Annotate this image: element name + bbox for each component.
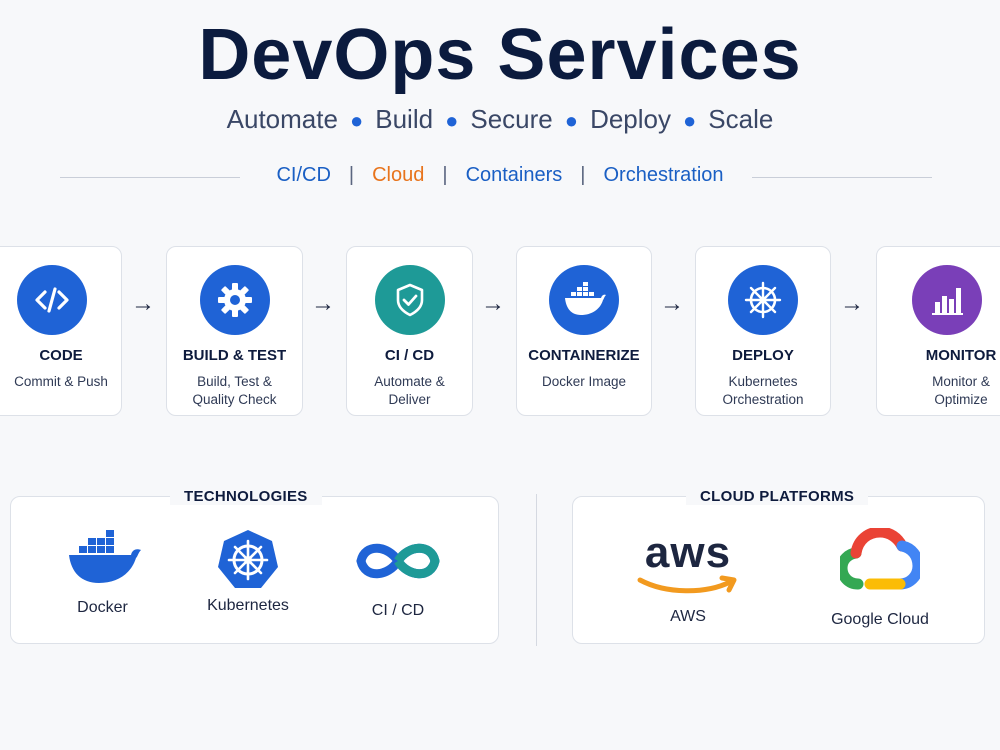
cloud-aws: aws AWS (630, 528, 746, 626)
aws-logo-text: aws (644, 528, 732, 577)
pipeline-step-code: CODE Commit & Push (0, 246, 122, 416)
step-desc: Monitor & Optimize (877, 373, 1000, 409)
step-label: CODE (39, 347, 83, 364)
step-desc-line: Commit & Push (14, 374, 108, 389)
divider-right (752, 177, 932, 178)
step-desc-line: Optimize (934, 392, 988, 407)
step-desc-line: Orchestration (722, 392, 804, 407)
pipeline-step-monitor: MONITOR Monitor & Optimize (876, 246, 1000, 416)
tag-separator: | (348, 164, 355, 186)
tag-separator: | (580, 164, 586, 186)
kubernetes-icon (198, 528, 298, 595)
subtitle-scale: Scale (708, 104, 774, 134)
tech-cicd: CI / CD (350, 535, 446, 620)
step-desc-line: Docker Image (541, 374, 627, 389)
section-divider (536, 494, 537, 646)
tech-kubernetes: Kubernetes (198, 528, 298, 615)
step-desc-line: Kubernetes (728, 374, 798, 389)
step-desc: Automate & Deliver (347, 373, 472, 409)
docker-icon (549, 265, 619, 335)
page-title: DevOps Services (198, 15, 802, 95)
tech-label: Docker (77, 599, 128, 616)
bullet-icon: ● (445, 108, 459, 133)
bullet-icon: ● (564, 108, 579, 133)
step-label: BUILD & TEST (182, 347, 287, 364)
subtitle-build: Build (375, 104, 434, 134)
docker-icon (55, 528, 150, 591)
subtitle-automate: Automate (226, 104, 338, 134)
tech-docker: Docker (55, 528, 150, 617)
subtitle-deploy: Deploy (590, 104, 671, 134)
aws-logo: aws (630, 528, 746, 600)
shield-check-icon (375, 265, 445, 335)
google-cloud-logo (820, 526, 940, 599)
step-desc: Docker Image (517, 373, 651, 391)
step-desc-line: Deliver (388, 392, 431, 407)
step-desc-line: Quality Check (192, 392, 277, 407)
kubernetes-icon (728, 265, 798, 335)
bullet-icon: ● (683, 108, 697, 133)
arrow-right-icon: → (840, 290, 864, 317)
step-label: MONITOR (925, 347, 997, 364)
step-desc: Commit & Push (1, 373, 121, 391)
step-label: CONTAINERIZE (528, 347, 640, 364)
arrow-right-icon: → (481, 290, 505, 317)
cloud-label: AWS (670, 608, 706, 625)
arrow-right-icon: → (311, 290, 335, 317)
tag-containers: Containers (465, 164, 563, 186)
tag-orchestration: Orchestration (603, 164, 724, 186)
pipeline-step-build-test: BUILD & TEST Build, Test & Quality Check (166, 246, 303, 416)
arrow-right-icon: → (131, 290, 155, 317)
step-label: CI / CD (384, 347, 435, 364)
bar-chart-icon (912, 265, 982, 335)
cloud-google: Google Cloud (820, 526, 940, 629)
tag-cicd: CI/CD (276, 164, 331, 186)
step-desc-line: Monitor & (932, 374, 990, 389)
tag-row: CI/CD | Cloud | Containers | Orchestration (0, 164, 1000, 187)
tech-label: Kubernetes (207, 597, 289, 614)
technologies-title: TECHNOLOGIES (170, 488, 322, 505)
gear-icon (200, 265, 270, 335)
arrow-right-icon: → (660, 290, 684, 317)
cloud-label: Google Cloud (831, 611, 929, 628)
tech-label: CI / CD (371, 602, 425, 619)
bullet-icon: ● (349, 108, 364, 133)
step-desc: Build, Test & Quality Check (167, 373, 302, 409)
step-label: DEPLOY (732, 347, 794, 364)
subtitle: Automate ● Build ● Secure ● Deploy ● Scale (0, 104, 1000, 135)
code-icon (17, 265, 87, 335)
cloud-platforms-title: CLOUD PLATFORMS (686, 488, 869, 505)
tag-separator: | (442, 164, 448, 186)
pipeline-step-containerize: CONTAINERIZE Docker Image (516, 246, 652, 416)
subtitle-secure: Secure (470, 104, 553, 134)
step-desc-line: Build, Test & (197, 374, 272, 389)
pipeline-step-cicd: CI / CD Automate & Deliver (346, 246, 473, 416)
tag-cloud: Cloud (372, 164, 425, 186)
divider-left (60, 177, 240, 178)
infinity-icon (350, 535, 446, 592)
step-desc-line: Automate & (374, 374, 445, 389)
